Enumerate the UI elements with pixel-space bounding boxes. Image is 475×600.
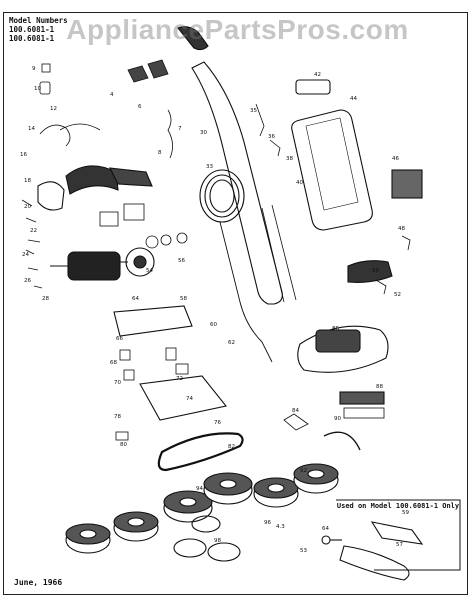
svg-text:4.3: 4.3	[276, 524, 285, 530]
svg-text:20: 20	[24, 204, 31, 210]
svg-text:40: 40	[296, 180, 303, 186]
diagram-date: June, 1966	[14, 578, 63, 587]
model-numbers-block: Model Numbers 100.6081-1 100.6081-1	[9, 16, 68, 43]
brush-2	[113, 511, 159, 542]
svg-text:18: 18	[24, 178, 31, 184]
svg-text:98: 98	[214, 538, 221, 544]
diagram-frame	[3, 12, 468, 595]
svg-text:56: 56	[178, 258, 185, 264]
model-number-2: 100.6081-1	[9, 34, 55, 43]
svg-text:96: 96	[264, 520, 271, 526]
svg-text:50: 50	[372, 268, 379, 274]
svg-text:44: 44	[350, 96, 357, 102]
fan-housing-top	[65, 165, 119, 195]
svg-text:52: 52	[394, 292, 401, 298]
svg-text:54: 54	[146, 268, 153, 274]
wand-tube	[191, 61, 283, 305]
polishing-brushes	[65, 463, 339, 554]
svg-text:90: 90	[334, 416, 341, 422]
svg-text:70: 70	[114, 380, 121, 386]
brush-5	[253, 477, 299, 508]
svg-text:92: 92	[300, 468, 307, 474]
power-cord-coil	[199, 169, 273, 363]
svg-text:82: 82	[228, 444, 235, 450]
svg-text:62: 62	[228, 340, 235, 346]
svg-text:78: 78	[114, 414, 121, 420]
bumper-strip	[339, 391, 385, 405]
motor-assembly	[50, 247, 155, 281]
inset-caption: Used on Model 100.6081-1 Only	[336, 502, 460, 510]
svg-text:46: 46	[392, 156, 399, 162]
svg-text:36: 36	[268, 134, 275, 140]
svg-text:59: 59	[402, 510, 409, 516]
polisher-hood	[297, 325, 389, 373]
svg-text:60: 60	[210, 322, 217, 328]
svg-text:64: 64	[322, 526, 329, 532]
svg-text:16: 16	[20, 152, 27, 158]
dust-bag	[291, 109, 373, 231]
svg-text:9: 9	[32, 66, 36, 72]
small-hardware	[21, 59, 411, 441]
svg-text:48: 48	[398, 226, 405, 232]
svg-text:76: 76	[214, 420, 221, 426]
svg-text:84: 84	[292, 408, 299, 414]
fan-housing	[37, 181, 65, 211]
svg-text:58: 58	[180, 296, 187, 302]
model-number-1: 100.6081-1	[9, 25, 55, 34]
svg-text:8: 8	[158, 150, 162, 156]
svg-text:88: 88	[376, 384, 383, 390]
svg-text:35: 35	[250, 108, 257, 114]
svg-text:72: 72	[176, 376, 183, 382]
motor-base-plate	[113, 305, 193, 337]
instruction-label	[391, 169, 423, 199]
handle-grip	[177, 26, 209, 51]
polishing-pads	[173, 515, 241, 562]
svg-text:26: 26	[24, 278, 31, 284]
brush-3	[163, 490, 213, 523]
bag-top-clip	[295, 79, 331, 95]
brush-1	[65, 523, 111, 554]
svg-text:68: 68	[110, 360, 117, 366]
svg-text:42: 42	[314, 72, 321, 78]
svg-text:30: 30	[200, 130, 207, 136]
svg-text:12: 12	[50, 106, 57, 112]
svg-text:74: 74	[186, 396, 193, 402]
svg-text:66: 66	[116, 336, 123, 342]
svg-text:57: 57	[396, 542, 403, 548]
svg-text:94: 94	[196, 486, 203, 492]
svg-text:64: 64	[132, 296, 139, 302]
svg-text:22: 22	[30, 228, 37, 234]
inset-bracket	[370, 521, 424, 545]
svg-text:10: 10	[34, 86, 41, 92]
drive-belt	[157, 432, 244, 472]
svg-text:7: 7	[178, 126, 182, 132]
brush-4	[203, 472, 253, 505]
svg-text:6: 6	[138, 104, 142, 110]
svg-text:14: 14	[28, 126, 35, 132]
brush-6	[293, 463, 339, 494]
svg-text:28: 28	[42, 296, 49, 302]
model-numbers-title: Model Numbers	[9, 16, 68, 25]
svg-text:4: 4	[110, 92, 114, 98]
inset-box	[336, 499, 461, 571]
handle-head	[347, 260, 393, 283]
svg-text:53: 53	[300, 548, 307, 554]
svg-text:24: 24	[22, 252, 29, 258]
svg-text:86: 86	[332, 326, 339, 332]
svg-text:33: 33	[206, 164, 213, 170]
svg-text:80: 80	[120, 442, 127, 448]
svg-text:38: 38	[286, 156, 293, 162]
bottom-plate	[139, 375, 227, 421]
